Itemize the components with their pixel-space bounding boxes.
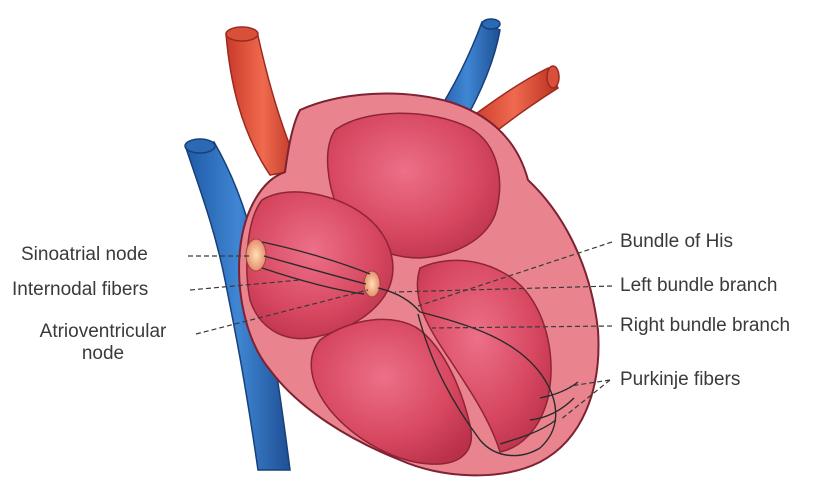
label-right-bundle-branch: Right bundle branch [620,315,790,337]
label-atrioventricular-line2: node [18,343,188,365]
sinoatrial-node-shape [246,239,266,271]
label-bundle-of-his: Bundle of His [620,231,733,253]
label-internodal-fibers: Internodal fibers [12,279,148,301]
label-atrioventricular-line1: Atrioventricular [18,321,188,343]
pulmonary-vein-opening [482,19,500,29]
vena-cava-opening [185,139,215,153]
label-left-bundle-branch: Left bundle branch [620,275,777,297]
label-atrioventricular-node: Atrioventricular node [18,321,188,365]
aorta-opening [226,27,258,41]
atrioventricular-node-shape [364,271,380,297]
label-sinoatrial-node: Sinoatrial node [21,244,148,266]
pulmonary-artery-opening [547,66,559,88]
label-purkinje-fibers: Purkinje fibers [620,369,740,391]
